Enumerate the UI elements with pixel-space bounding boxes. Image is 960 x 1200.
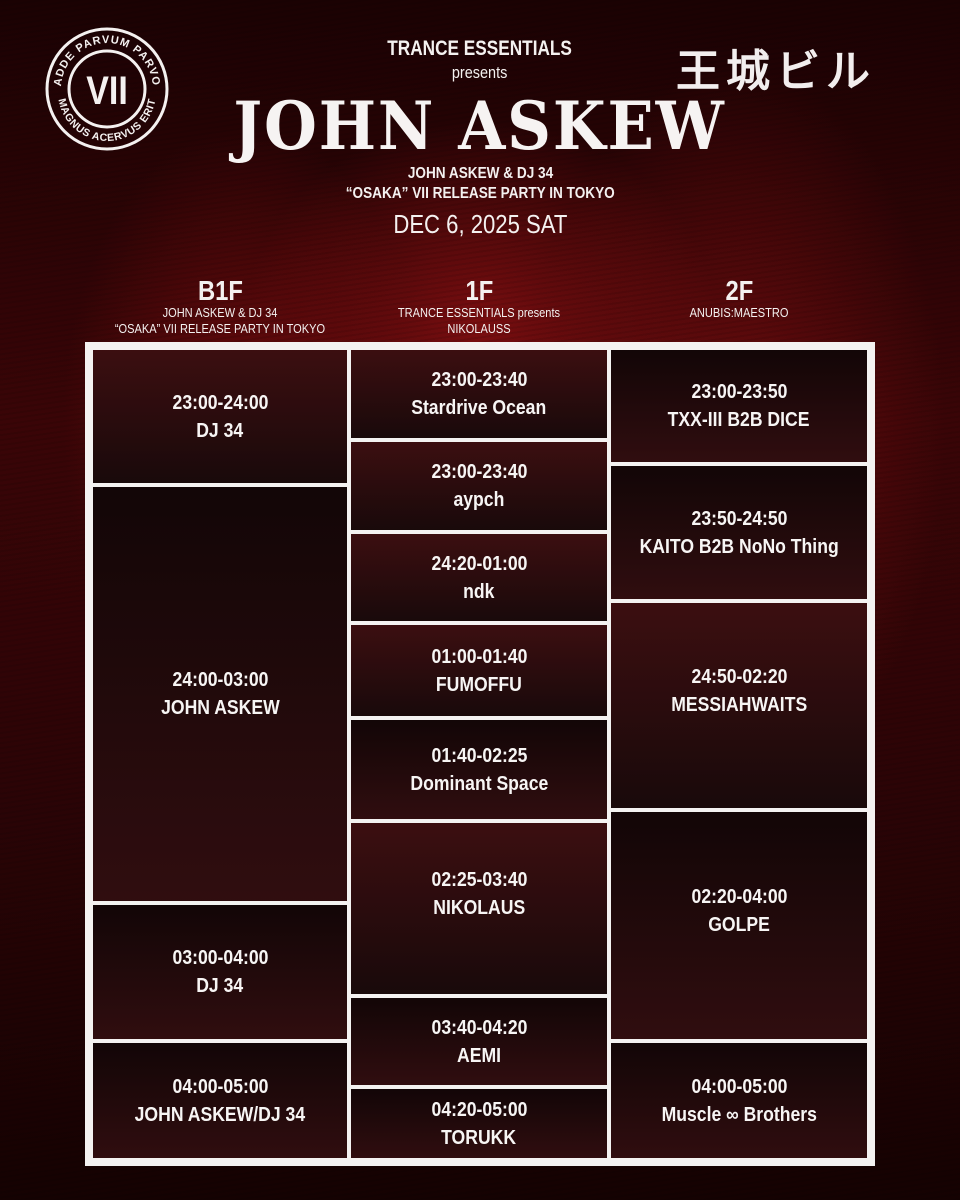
slot-artist: JOHN ASKEW (160, 697, 280, 719)
slot-time: 02:20-04:00 (691, 885, 787, 908)
timeslot-2f-5: 04:00-05:00 Muscle ∞ Brothers (611, 1043, 867, 1158)
slot-time: 01:40-02:25 (431, 744, 527, 767)
slot-artist: DJ 34 (196, 975, 244, 997)
timeslot-1f-8: 04:20-05:00 TORUKK (351, 1089, 607, 1158)
floor-desc-line2: “OSAKA” VII RELEASE PARTY IN TOKYO (114, 321, 326, 336)
slot-time: 04:00-05:00 (172, 1075, 268, 1098)
floor-header-1f: 1F TRANCE ESSENTIALS presents NIKOLAUSS (351, 277, 607, 337)
slot-time: 24:20-01:00 (431, 552, 527, 575)
floor-desc-line2: NIKOLAUSS (447, 321, 511, 336)
slot-time: 23:00-23:40 (431, 369, 527, 391)
timeslot-2f-3: 24:50-02:20 MESSIAHWAITS (611, 603, 867, 808)
slot-artist: Muscle ∞ Brothers (661, 1103, 817, 1126)
slot-artist: aypch (453, 489, 505, 511)
event-header: TRANCE ESSENTIALS presents JOHN ASKEW JO… (0, 36, 960, 240)
timeslot-b1f-2: 24:00-03:00 JOHN ASKEW (93, 487, 347, 901)
timeslot-1f-2: 23:00-23:40 aypch (351, 442, 607, 530)
vii-seal-logo: ADDE PARVUM PARVO MAGNUS ACERVUS ERIT VI… (44, 26, 170, 152)
slot-artist: ndk (463, 580, 495, 603)
timeslot-2f-4: 02:20-04:00 GOLPE (611, 812, 867, 1039)
timeslot-b1f-4: 04:00-05:00 JOHN ASKEW/DJ 34 (93, 1043, 347, 1158)
promoter-name: TRANCE ESSENTIALS (387, 37, 573, 60)
slot-time: 23:00-23:40 (431, 461, 527, 483)
floor-header-b1f: B1F JOHN ASKEW & DJ 34 “OSAKA” VII RELEA… (93, 277, 347, 337)
event-subtitle-line2: “OSAKA” VII RELEASE PARTY IN TOKYO (345, 185, 615, 202)
slot-artist: GOLPE (708, 913, 770, 936)
slot-artist: Stardrive Ocean (411, 397, 547, 419)
slot-time: 23:50-24:50 (691, 507, 787, 530)
floor-name: 1F (465, 275, 493, 306)
timeslot-2f-1: 23:00-23:50 TXX-III B2B DICE (611, 350, 867, 462)
venue-name: 王城ビル (676, 46, 876, 97)
timeslot-1f-4: 01:00-01:40 FUMOFFU (351, 625, 607, 716)
slot-artist: DJ 34 (196, 419, 244, 442)
slot-time: 23:00-23:50 (691, 381, 787, 403)
slot-artist: AEMI (457, 1044, 501, 1067)
seal-numeral: VII (86, 67, 128, 112)
timeslot-1f-3: 24:20-01:00 ndk (351, 534, 607, 621)
slot-artist: JOHN ASKEW/DJ 34 (134, 1103, 306, 1126)
floor-desc-line1: JOHN ASKEW & DJ 34 (162, 305, 278, 320)
headliner-title: JOHN ASKEW (233, 87, 727, 165)
circular-seal-icon: ADDE PARVUM PARVO MAGNUS ACERVUS ERIT VI… (45, 27, 169, 151)
timeslot-1f-6: 02:25-03:40 NIKOLAUS (351, 823, 607, 994)
timeslot-1f-7: 03:40-04:20 AEMI (351, 998, 607, 1085)
slot-artist: Dominant Space (410, 772, 548, 795)
slot-time: 03:00-04:00 (172, 947, 268, 969)
floor-name: B1F (197, 275, 243, 306)
event-subtitle-line1: JOHN ASKEW & DJ 34 (407, 165, 553, 182)
floor-name: 2F (725, 275, 753, 306)
slot-time: 04:20-05:00 (431, 1098, 527, 1121)
slot-time: 24:00-03:00 (172, 669, 268, 691)
slot-time: 24:50-02:20 (691, 665, 787, 688)
timeslot-1f-1: 23:00-23:40 Stardrive Ocean (351, 350, 607, 438)
slot-artist: KAITO B2B NoNo Thing (639, 535, 839, 558)
event-date: DEC 6, 2025 SAT (392, 209, 568, 239)
floor-desc-line1: TRANCE ESSENTIALS presents (397, 305, 561, 320)
slot-artist: NIKOLAUS (433, 896, 525, 919)
slot-time: 23:00-24:00 (172, 391, 268, 414)
timeslot-b1f-1: 23:00-24:00 DJ 34 (93, 350, 347, 483)
timeslot-2f-2: 23:50-24:50 KAITO B2B NoNo Thing (611, 466, 867, 599)
slot-artist: FUMOFFU (435, 673, 523, 696)
timeslot-1f-5: 01:40-02:25 Dominant Space (351, 720, 607, 819)
slot-time: 04:00-05:00 (691, 1075, 787, 1098)
slot-time: 01:00-01:40 (431, 645, 527, 668)
slot-artist: TXX-III B2B DICE (668, 409, 810, 431)
slot-time: 03:40-04:20 (431, 1016, 527, 1039)
floor-header-2f: 2F ANUBIS:MAESTRO (611, 277, 867, 321)
slot-artist: TORUKK (441, 1126, 517, 1149)
slot-time: 02:25-03:40 (431, 868, 527, 891)
floor-desc-line1: ANUBIS:MAESTRO (689, 305, 789, 320)
timeslot-b1f-3: 03:00-04:00 DJ 34 (93, 905, 347, 1039)
presents-label: presents (452, 63, 508, 82)
slot-artist: MESSIAHWAITS (671, 693, 807, 716)
